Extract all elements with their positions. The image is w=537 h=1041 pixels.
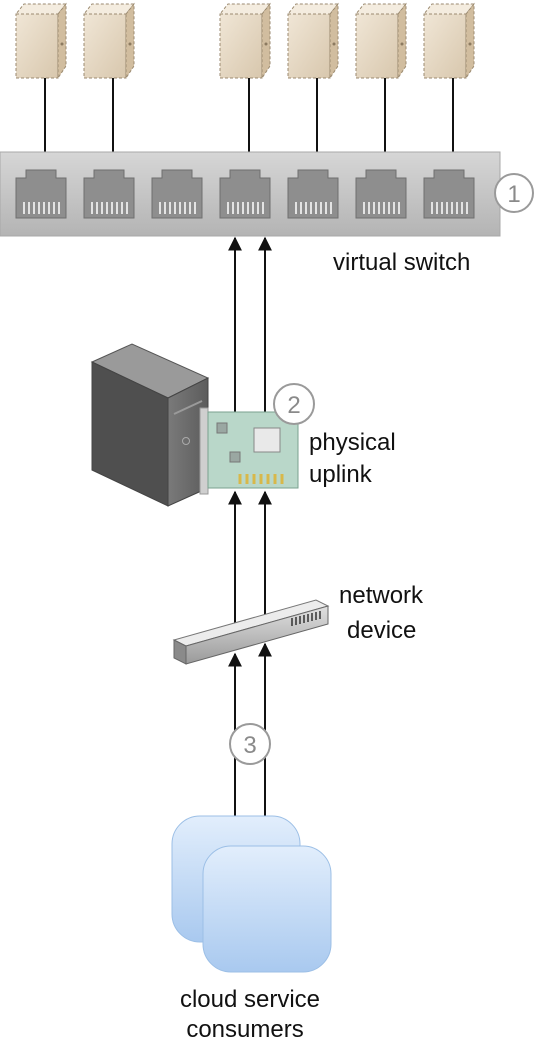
port-pins	[23, 202, 468, 214]
network-device-icon	[172, 599, 330, 665]
virtual-machine-icon	[14, 2, 68, 80]
physical-server-icon	[90, 343, 210, 507]
cloud-service-consumer-icon	[202, 845, 332, 973]
marker-1: 1	[494, 173, 534, 213]
virtual-machine-icon	[422, 2, 476, 80]
physical-uplink-label-line2: uplink	[309, 461, 373, 488]
uplink-arrows	[228, 236, 272, 418]
consumers-label-line2: consumers	[186, 1016, 303, 1041]
device-to-nic-arrows	[228, 490, 272, 626]
network-interface-card-icon	[199, 407, 299, 495]
marker-2-label: 2	[287, 392, 300, 419]
cloud-service-consumers	[171, 815, 332, 973]
virtual-machine-icon	[354, 2, 408, 80]
virtual-machine-icon	[218, 2, 272, 80]
marker-3-label: 3	[243, 732, 256, 759]
marker-3: 3	[229, 723, 271, 765]
marker-2: 2	[273, 383, 315, 425]
marker-1-label: 1	[507, 181, 520, 208]
physical-uplink-label-line1: physical	[309, 429, 396, 456]
network-device-label-line2: device	[347, 617, 416, 644]
virtual-machine-icon	[82, 2, 136, 80]
consumers-label-line1: cloud service	[180, 986, 320, 1013]
virtual-machine-icon	[286, 2, 340, 80]
virtual-machines	[14, 2, 476, 80]
virtual-switch-icon	[0, 151, 501, 237]
virtual-switch-label: virtual switch	[333, 249, 470, 276]
network-device-label-line1: network	[339, 582, 424, 609]
